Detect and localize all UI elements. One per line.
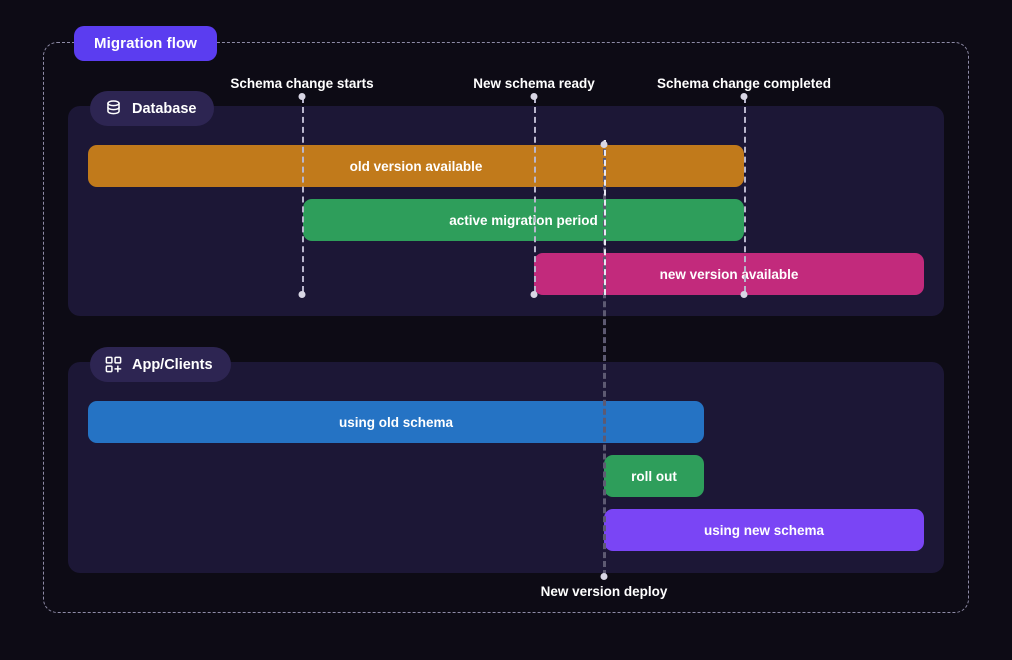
marker-dot-bottom-schema-change-starts <box>298 291 306 298</box>
marker-dot-bottom-new-schema-ready <box>530 291 538 298</box>
bar-label-active-migration-period: active migration period <box>449 212 598 228</box>
marker-label-schema-change-starts: Schema change starts <box>230 76 374 91</box>
deploy-line-shadow <box>603 140 606 576</box>
database-icon <box>104 99 123 118</box>
marker-label-new-schema-ready: New schema ready <box>473 76 595 91</box>
lane-pill-database: Database <box>90 91 215 126</box>
bar-label-roll-out: roll out <box>631 468 677 484</box>
bar-old-version-available: old version available <box>88 145 744 187</box>
marker-label-schema-change-completed: Schema change completed <box>656 76 832 91</box>
deploy-dot-bottom <box>600 573 608 580</box>
page-title: Migration flow <box>94 35 198 52</box>
bar-label-using-old-schema: using old schema <box>338 414 454 430</box>
lane-pill-app-clients: App/Clients <box>90 347 231 382</box>
lane-pill-label-app-clients: App/Clients <box>132 356 213 373</box>
marker-line-schema-change-completed <box>744 97 746 292</box>
bar-using-old-schema: using old schema <box>88 401 704 443</box>
marker-line-schema-change-starts <box>302 97 304 292</box>
bar-active-migration-period: active migration period <box>303 199 744 241</box>
apps-plus-icon <box>104 355 123 374</box>
diagram-title-pill: Migration flow <box>74 26 218 61</box>
deploy-marker-caption: New version deploy <box>540 584 668 599</box>
deploy-dot-top <box>600 141 608 148</box>
marker-dot-top-new-schema-ready <box>530 93 538 100</box>
marker-dot-top-schema-change-completed <box>740 93 748 100</box>
bar-roll-out: roll out <box>604 455 704 497</box>
bar-new-version-available: new version available <box>534 253 924 295</box>
bar-label-using-new-schema: using new schema <box>703 522 825 538</box>
bar-label-old-version-available: old version available <box>349 158 483 174</box>
marker-dot-bottom-schema-change-completed <box>740 291 748 298</box>
deploy-line-highlight <box>604 140 606 295</box>
lane-pill-label-database: Database <box>132 100 197 117</box>
bar-using-new-schema: using new schema <box>604 509 924 551</box>
marker-line-new-schema-ready <box>534 97 536 292</box>
bar-label-new-version-available: new version available <box>659 266 799 282</box>
marker-dot-top-schema-change-starts <box>298 93 306 100</box>
